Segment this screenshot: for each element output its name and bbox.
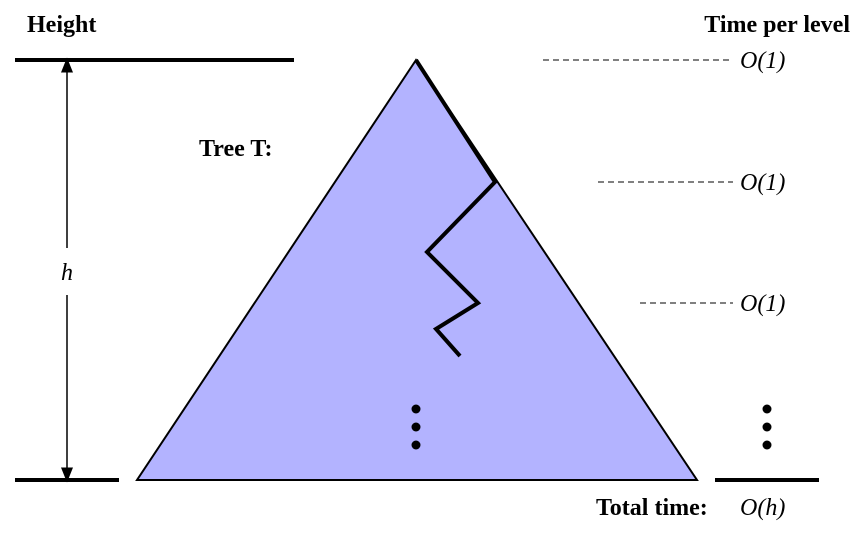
search-path <box>414 58 498 358</box>
total-time-value: O(h) <box>740 495 785 521</box>
level-2-time: O(1) <box>740 170 785 196</box>
tree-ellipsis <box>411 404 421 450</box>
tree-label: Tree T: <box>199 136 273 162</box>
time-per-level-heading: Time per level <box>704 12 850 38</box>
level-1-time: O(1) <box>740 48 785 74</box>
time-ellipsis <box>762 404 772 450</box>
height-heading: Height <box>27 12 96 38</box>
total-time-label: Total time: <box>596 495 708 521</box>
height-variable-label: h <box>61 260 73 286</box>
tree-triangle <box>135 58 699 481</box>
level-3-time: O(1) <box>740 291 785 317</box>
